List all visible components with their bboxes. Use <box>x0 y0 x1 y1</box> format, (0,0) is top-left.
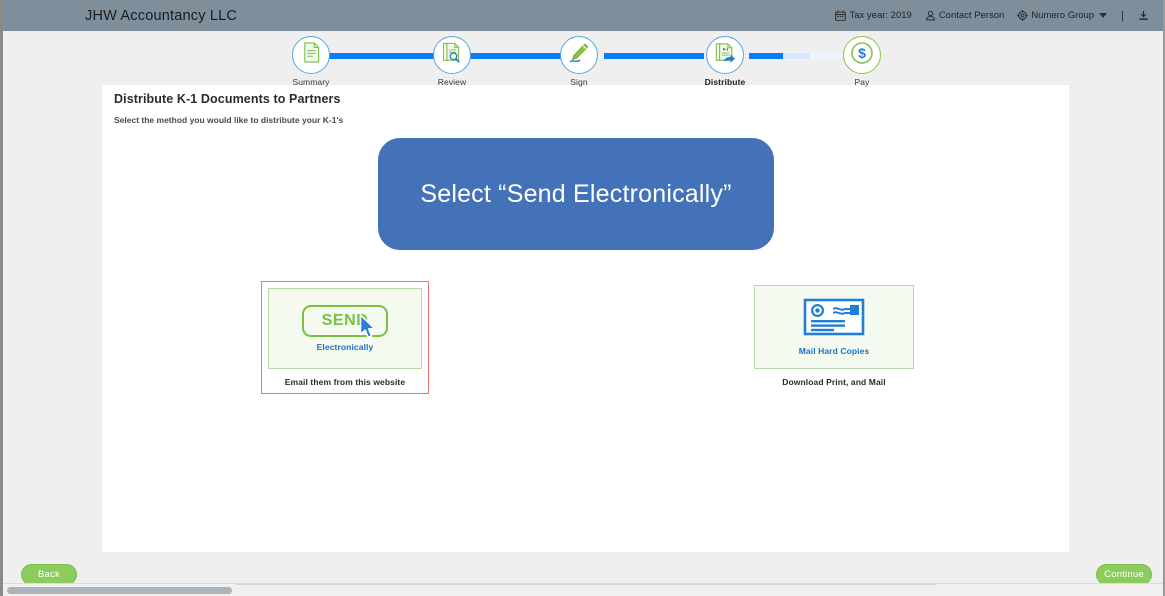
horizontal-scrollbar[interactable] <box>3 583 1163 596</box>
step-summary-circle <box>292 36 330 74</box>
instruction-callout-text: Select “Send Electronically” <box>420 179 732 208</box>
mouse-pointer-icon <box>359 314 377 340</box>
chevron-down-icon <box>1099 13 1108 18</box>
step-summary[interactable]: Summary <box>266 36 356 87</box>
step-distribute-label: Distribute <box>704 77 746 87</box>
calendar-icon <box>835 10 847 21</box>
step-distribute-circle: K-1 <box>706 36 744 74</box>
content-panel: Distribute K-1 Documents to Partners Sel… <box>102 85 1069 552</box>
download-button[interactable] <box>1138 10 1149 21</box>
step-review-circle <box>433 36 471 74</box>
download-icon <box>1138 10 1149 21</box>
instruction-callout: Select “Send Electronically” <box>378 138 774 250</box>
step-review[interactable]: Review <box>407 36 497 87</box>
connector-summary-review <box>329 53 447 59</box>
contact-person-menu[interactable]: Contact Person <box>925 10 1004 21</box>
step-summary-label: Summary <box>292 77 330 87</box>
connector-distribute-pay-filled <box>749 53 783 59</box>
k1-document-share-icon: K-1 <box>715 42 736 69</box>
top-header-bar: JHW Accountancy LLC Tax year: 2019 <box>3 0 1163 31</box>
option-mail-hard-copies-card[interactable]: Mail Hard Copies <box>754 285 914 369</box>
header-right-cluster: Tax year: 2019 Contact Person <box>835 10 1149 22</box>
dollar-coin-icon: $ <box>850 41 874 70</box>
tax-year-indicator[interactable]: Tax year: 2019 <box>835 10 912 21</box>
step-sign-circle <box>560 36 598 74</box>
option-send-electronically[interactable]: SEND Electronically Email them from this… <box>261 281 429 394</box>
option-mail-hard-copies-caption: Download Print, and Mail <box>782 377 886 387</box>
group-selector[interactable]: Numero Group <box>1017 10 1108 21</box>
step-review-label: Review <box>437 77 467 87</box>
group-label: Numero Group <box>1031 10 1095 21</box>
option-send-electronically-caption: Email them from this website <box>284 377 406 387</box>
header-divider: | <box>1121 9 1124 22</box>
connector-distribute-pay-faint <box>783 53 810 59</box>
pen-signature-icon <box>568 42 590 69</box>
option-mail-hard-copies[interactable]: Mail Hard Copies Download Print, and Mai… <box>754 285 914 393</box>
step-pay-label: Pay <box>854 77 870 87</box>
continue-button[interactable]: Continue <box>1096 564 1152 585</box>
document-icon <box>302 42 321 68</box>
option-send-electronically-sublabel: Electronically <box>316 342 374 352</box>
page-subtitle: Select the method you would like to dist… <box>114 115 344 125</box>
person-icon <box>925 10 936 21</box>
connector-review-sign <box>468 53 580 59</box>
envelope-mail-icon <box>803 298 865 341</box>
step-pay[interactable]: $ Pay <box>817 36 907 87</box>
step-sign-label: Sign <box>570 77 588 87</box>
connector-sign-distribute <box>604 53 704 59</box>
progress-stepper: Summary Review <box>3 31 1163 87</box>
back-button[interactable]: Back <box>21 564 77 585</box>
svg-text:$: $ <box>858 45 866 61</box>
svg-text:K-1: K-1 <box>722 47 728 51</box>
step-sign[interactable]: Sign <box>534 36 624 87</box>
page-title: Distribute K-1 Documents to Partners <box>114 92 341 106</box>
tax-year-label: Tax year: 2019 <box>849 10 912 21</box>
scrollbar-track <box>236 584 936 585</box>
brand-title: JHW Accountancy LLC <box>85 7 238 24</box>
option-mail-hard-copies-sublabel: Mail Hard Copies <box>798 346 870 356</box>
send-button-icon: SEND <box>302 305 388 340</box>
option-send-electronically-card[interactable]: SEND Electronically <box>268 288 422 369</box>
step-pay-circle: $ <box>843 36 881 74</box>
contact-person-label: Contact Person <box>938 10 1005 21</box>
scrollbar-thumb[interactable] <box>7 587 232 594</box>
gear-icon <box>1017 10 1029 21</box>
step-distribute[interactable]: K-1 Distribute <box>680 36 770 87</box>
send-icon-label: SEND <box>321 312 369 329</box>
connector-distribute-pay-pending <box>810 53 842 59</box>
document-magnifier-icon <box>442 42 462 68</box>
